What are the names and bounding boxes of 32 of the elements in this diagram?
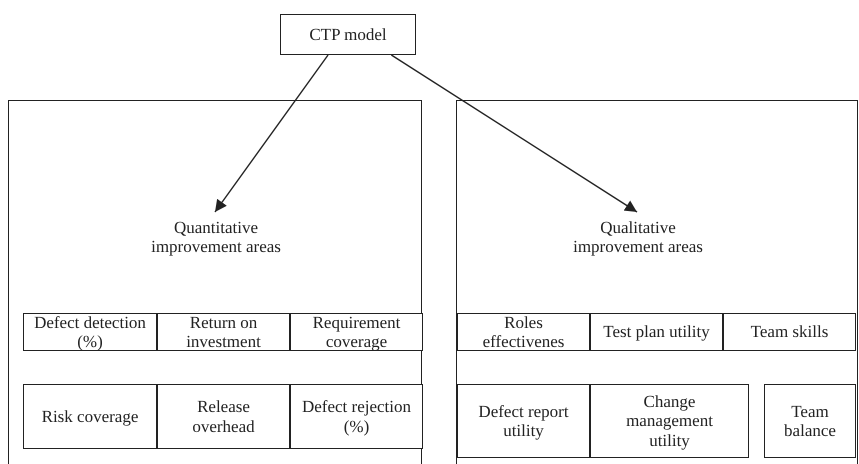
heading-text: Qualitative improvement areas xyxy=(572,218,704,256)
box-label: Team balance xyxy=(783,402,837,440)
box-label: Change management utility xyxy=(625,392,714,450)
heading-text: Quantitative improvement areas xyxy=(150,218,282,256)
metric-box xyxy=(290,384,423,449)
metric-box xyxy=(764,384,856,458)
box-label: Release overhead xyxy=(191,397,256,436)
metric-box xyxy=(23,384,157,449)
box-label: Test plan utility xyxy=(602,322,711,342)
box-label: CTP model xyxy=(308,24,388,44)
metric-box xyxy=(723,313,856,351)
arrow xyxy=(390,54,638,213)
arrow xyxy=(214,54,329,212)
group-panel xyxy=(8,100,422,464)
box-label: Requirement coverage xyxy=(312,312,402,352)
metric-box xyxy=(590,313,723,351)
metric-box xyxy=(290,313,423,351)
box-label: Defect detection (%) xyxy=(33,312,147,352)
box-label: Team skills xyxy=(750,322,830,342)
metric-box xyxy=(157,384,290,449)
box-label: Defect rejection (%) xyxy=(300,397,412,436)
box-label: Defect report utility xyxy=(477,402,570,440)
box-label: Risk coverage xyxy=(40,406,140,426)
group-panel xyxy=(456,100,858,464)
title-box xyxy=(280,14,416,55)
metric-box xyxy=(23,313,157,351)
metric-box xyxy=(457,313,590,351)
metric-box xyxy=(457,384,590,458)
metric-box xyxy=(157,313,290,351)
box-label: Return on investment xyxy=(185,312,262,352)
metric-box xyxy=(590,384,749,458)
box-label: Roles effectivenes xyxy=(482,312,566,352)
